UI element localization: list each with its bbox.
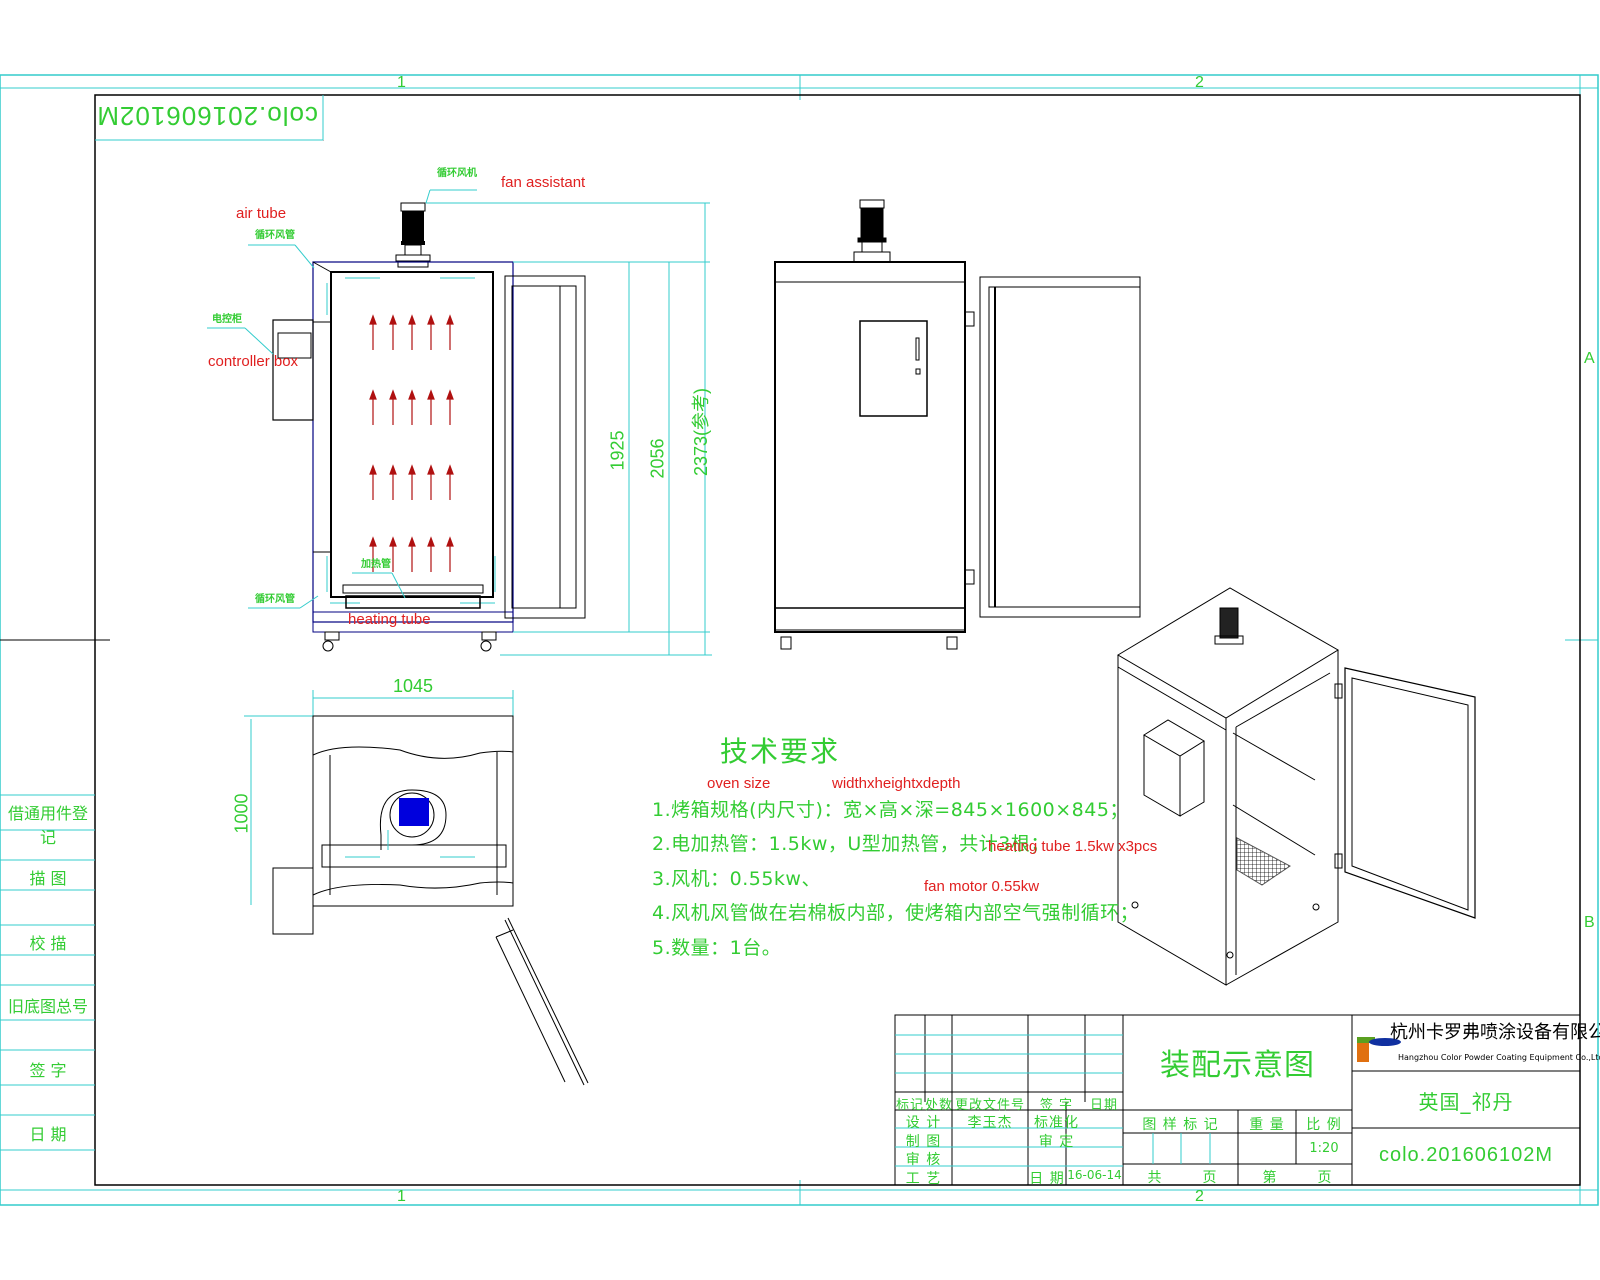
dim-body-height: 2056 [647, 438, 668, 479]
tech-req-item-1: 1.烤箱规格(内尺寸)：宽×高×深=845×1600×845； [652, 799, 1129, 821]
tech-req-title: 技术要求 [720, 735, 841, 768]
drawing-title: 装配示意图 [1160, 1048, 1315, 1083]
tech-req-item-2: 2.电加热管：1.5kw，U型加热管，共计3根； [652, 833, 1050, 855]
field-page2: 页 [1317, 1170, 1333, 1186]
annotation-fan: fan motor 0.55kw [924, 878, 1040, 895]
role-review-label: 审 核 [905, 1152, 942, 1168]
field-page: 页 [1202, 1170, 1218, 1186]
zone-label-row-b: B [1584, 914, 1595, 931]
field-total: 共 [1147, 1170, 1163, 1186]
role-date-value: 16-06-14 [1067, 1168, 1122, 1182]
company-name-en: Hangzhou Color Powder Coating Equipment … [1398, 1053, 1600, 1062]
isometric-view [1117, 587, 1476, 986]
mirrored-drawing-number: colo.201606102M [96, 101, 318, 131]
callout-controller-cn: 电控柜 [212, 314, 242, 325]
field-scale-value: 1:20 [1309, 1141, 1339, 1156]
top-view [244, 690, 589, 1086]
role-process-label: 工 艺 [905, 1171, 942, 1187]
zone-label-col-2: 2 [1195, 74, 1204, 91]
front-section-view [207, 189, 712, 656]
role-design-name: 李玉杰 [967, 1115, 1013, 1131]
role-date-label: 日 期 [1029, 1171, 1065, 1187]
rev-header-sign: 签 字 [1039, 1098, 1074, 1113]
dim-top-depth: 1000 [231, 793, 252, 834]
field-weight: 重 量 [1249, 1117, 1285, 1133]
company-logo [1357, 1037, 1401, 1062]
title-drawing-number: colo.201606102M [1378, 1144, 1553, 1166]
rev-header-count: 处数 [925, 1098, 954, 1113]
title-block-grid [894, 1014, 1581, 1186]
field-sheet: 第 [1262, 1170, 1278, 1186]
rev-header-mark: 标记 [895, 1098, 924, 1113]
side-register-borrow: 借通用件登记 [7, 804, 88, 847]
side-register-date: 日 期 [29, 1125, 67, 1144]
callout-heater-cn: 加热管 [361, 559, 391, 570]
role-standard-label: 标准化 [1034, 1115, 1079, 1131]
role-draw-label: 制 图 [905, 1134, 942, 1150]
customer-name: 英国_祁丹 [1418, 1090, 1514, 1114]
side-register-check: 校 描 [29, 934, 67, 953]
annotation-heating: heating tube 1.5kw x3pcs [988, 838, 1158, 855]
annotation-whd: widthxheightxdepth [832, 775, 961, 792]
tech-req-item-3: 3.风机：0.55kw、 [652, 868, 821, 890]
outer-frame [0, 74, 1599, 1206]
callout-air-tube-en: air tube [236, 205, 287, 222]
zone-label-col-2-bottom: 2 [1195, 1188, 1204, 1205]
side-register-trace: 描 图 [29, 869, 67, 888]
inner-frame [94, 94, 1581, 1186]
callout-heater-en: heating tube [348, 611, 431, 628]
height-dimensions [500, 203, 712, 656]
side-register-grid [0, 794, 95, 1151]
callout-fan-cn: 循环风机 [437, 168, 477, 179]
callout-air-tube-cn: 循环风管 [255, 230, 295, 241]
callout-fan-en: fan assistant [501, 174, 586, 191]
dim-top-width: 1045 [393, 676, 434, 696]
zone-label-col-1: 1 [397, 74, 406, 91]
dim-total-height: 2373(参考) [691, 387, 711, 476]
company-name-cn: 杭州卡罗弗喷涂设备有限公司 [1390, 1022, 1600, 1043]
side-register-signature: 签 字 [29, 1061, 67, 1080]
role-approve-label: 审 定 [1038, 1134, 1075, 1150]
dim-inner-height: 1925 [607, 430, 628, 471]
zone-label-row-a: A [1584, 350, 1595, 367]
side-register-old-number: 旧底图总号 [7, 997, 88, 1016]
front-exterior-view [774, 199, 1141, 650]
rev-header-doc: 更改文件号 [954, 1098, 1025, 1113]
field-pattern-mark: 图 样 标 记 [1142, 1117, 1219, 1133]
tech-req-item-4: 4.风机风管做在岩棉板内部，使烤箱内部空气强制循环； [652, 902, 1140, 924]
annotation-oven-size: oven size [707, 775, 771, 792]
field-scale-label: 比 例 [1306, 1117, 1342, 1133]
callout-controller-en: controller box [208, 353, 299, 370]
callout-air-tube-bottom-cn: 循环风管 [255, 594, 295, 605]
rev-header-date: 日期 [1089, 1098, 1118, 1113]
role-design-label: 设 计 [905, 1115, 942, 1131]
tech-req-item-5: 5.数量：1台。 [652, 937, 782, 959]
airflow-arrows [369, 314, 454, 573]
zone-label-col-1-bottom: 1 [397, 1188, 406, 1205]
